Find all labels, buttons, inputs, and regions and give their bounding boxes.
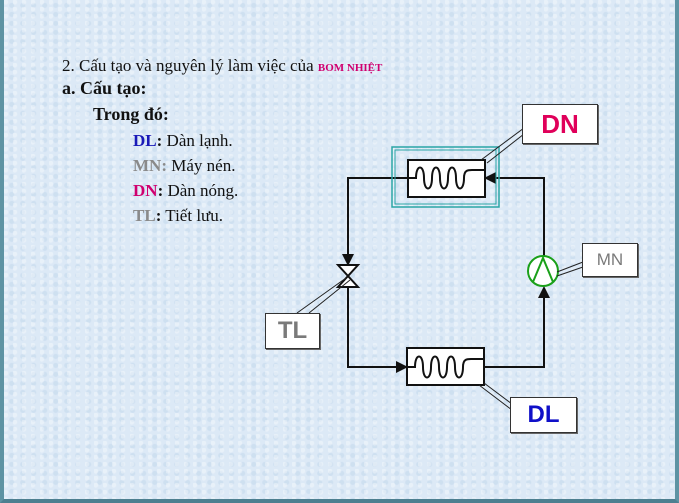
pipe-mn-to-dn — [484, 172, 545, 256]
legend-item-tl: TL: Tiết lưu. — [133, 206, 224, 225]
title-text: 2. Cấu tạo và nguyên lý làm việc của — [62, 56, 318, 75]
pipe-dn-to-tl — [342, 177, 408, 266]
expansion-valve-icon — [335, 264, 361, 288]
legend-item-mn: MN: Máy nén. — [133, 156, 236, 175]
section-heading: a. Cấu tạo: — [62, 78, 147, 98]
label-tl: TL — [265, 313, 320, 349]
label-mn: MN — [582, 243, 638, 277]
slide-title: 2. Cấu tạo và nguyên lý làm việc của BOM… — [62, 56, 382, 76]
label-dn: DN — [522, 104, 598, 144]
label-dl: DL — [510, 397, 577, 433]
legend-item-dl: DL: Dàn lạnh. — [133, 131, 233, 150]
intro-text: Trong đó: — [93, 104, 169, 124]
pipe-dl-to-mn — [484, 286, 550, 368]
pipe-tl-to-dl — [347, 288, 408, 373]
evaporator-coil-icon — [406, 347, 485, 386]
title-highlight: BOM NHIỆT — [317, 62, 383, 74]
heat-pump-diagram — [296, 127, 584, 411]
condenser-frame — [391, 146, 500, 208]
legend-item-dn: DN: Dàn nóng. — [133, 181, 239, 200]
compressor-icon — [527, 255, 559, 287]
callout-lines — [296, 127, 584, 411]
condenser-coil-icon — [407, 159, 486, 198]
pipes — [342, 172, 550, 373]
